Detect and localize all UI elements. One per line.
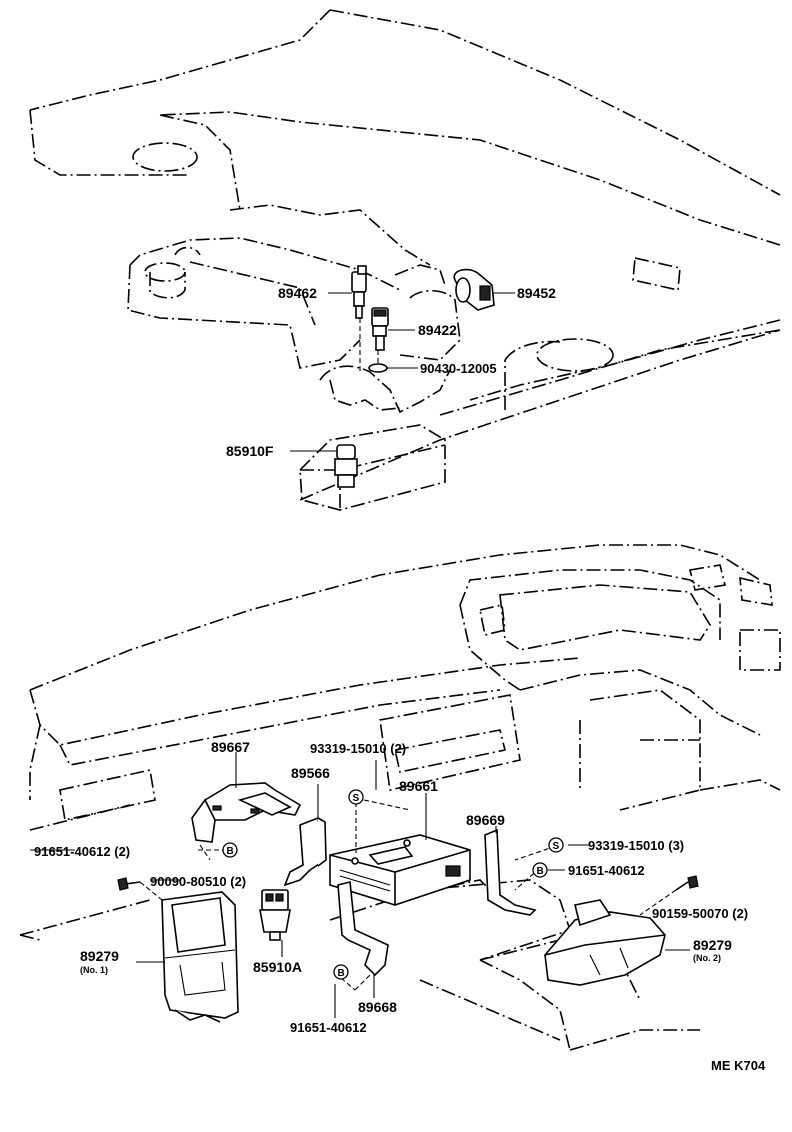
- label-91651-40612-right: 91651-40612: [568, 863, 645, 878]
- label-91651-40612-bottom: 91651-40612: [290, 1020, 367, 1035]
- badge-b-right: B: [532, 862, 548, 878]
- cover-89279-no1: [161, 891, 239, 1023]
- top-leaders: [290, 292, 515, 452]
- bracket-89667: [191, 782, 302, 843]
- sensor-85910F: [334, 444, 358, 488]
- badge-b-left: B: [222, 842, 238, 858]
- label-90159-50070-2: 90159-50070 (2): [652, 906, 748, 921]
- sensor-89452: [453, 268, 495, 311]
- label-90430-12005: 90430-12005: [420, 361, 497, 376]
- bracket-89669: [484, 828, 537, 916]
- bolt-90159: [675, 875, 699, 891]
- label-89452: 89452: [517, 285, 556, 301]
- label-89422: 89422: [418, 322, 457, 338]
- badge-s-right: S: [548, 837, 564, 853]
- engine-block: [127, 237, 461, 414]
- sensor-89462: [351, 265, 367, 319]
- svg-text:B: B: [227, 846, 234, 857]
- label-85910A: 85910A: [253, 959, 302, 975]
- label-91651-40612-2: 91651-40612 (2): [34, 844, 130, 859]
- label-93319-15010-3: 93319-15010 (3): [588, 838, 684, 853]
- label-89279-no1-note: (No. 1): [80, 965, 108, 975]
- engine-compartment-outline: [29, 9, 781, 501]
- svg-text:B: B: [537, 866, 544, 877]
- svg-text:S: S: [553, 841, 560, 852]
- label-89667: 89667: [211, 739, 250, 755]
- label-89661: 89661: [399, 778, 438, 794]
- sensor-89422: [371, 307, 389, 351]
- badge-b-bottom: B: [333, 964, 349, 980]
- label-89462: 89462: [278, 285, 317, 301]
- svg-text:B: B: [338, 968, 345, 979]
- label-89669: 89669: [466, 812, 505, 828]
- cover-89279-no2: [544, 899, 666, 986]
- bolt-90090: [117, 877, 141, 891]
- label-90090-80510-2: 90090-80510 (2): [150, 874, 246, 889]
- label-93319-15010-2: 93319-15010 (2): [310, 741, 406, 756]
- drawing-code: ME K704: [711, 1058, 766, 1073]
- label-89279-no1: 89279: [80, 948, 119, 964]
- relay-85910A: [259, 889, 291, 941]
- label-89668: 89668: [358, 999, 397, 1015]
- gasket-90430: [368, 363, 388, 373]
- bracket-89668: [337, 881, 389, 977]
- reservoir-tank: [299, 424, 446, 511]
- bracket-89566: [283, 816, 327, 887]
- bottom-leaders: [30, 752, 690, 1018]
- label-89279-no2: 89279: [693, 937, 732, 953]
- label-85910F: 85910F: [226, 443, 274, 459]
- dashboard-outline: [19, 544, 781, 1051]
- badge-s-top: S: [348, 789, 364, 805]
- label-89279-no2-note: (No. 2): [693, 953, 721, 963]
- ecu-89661: [329, 834, 471, 906]
- label-89566: 89566: [291, 765, 330, 781]
- svg-text:S: S: [353, 793, 360, 804]
